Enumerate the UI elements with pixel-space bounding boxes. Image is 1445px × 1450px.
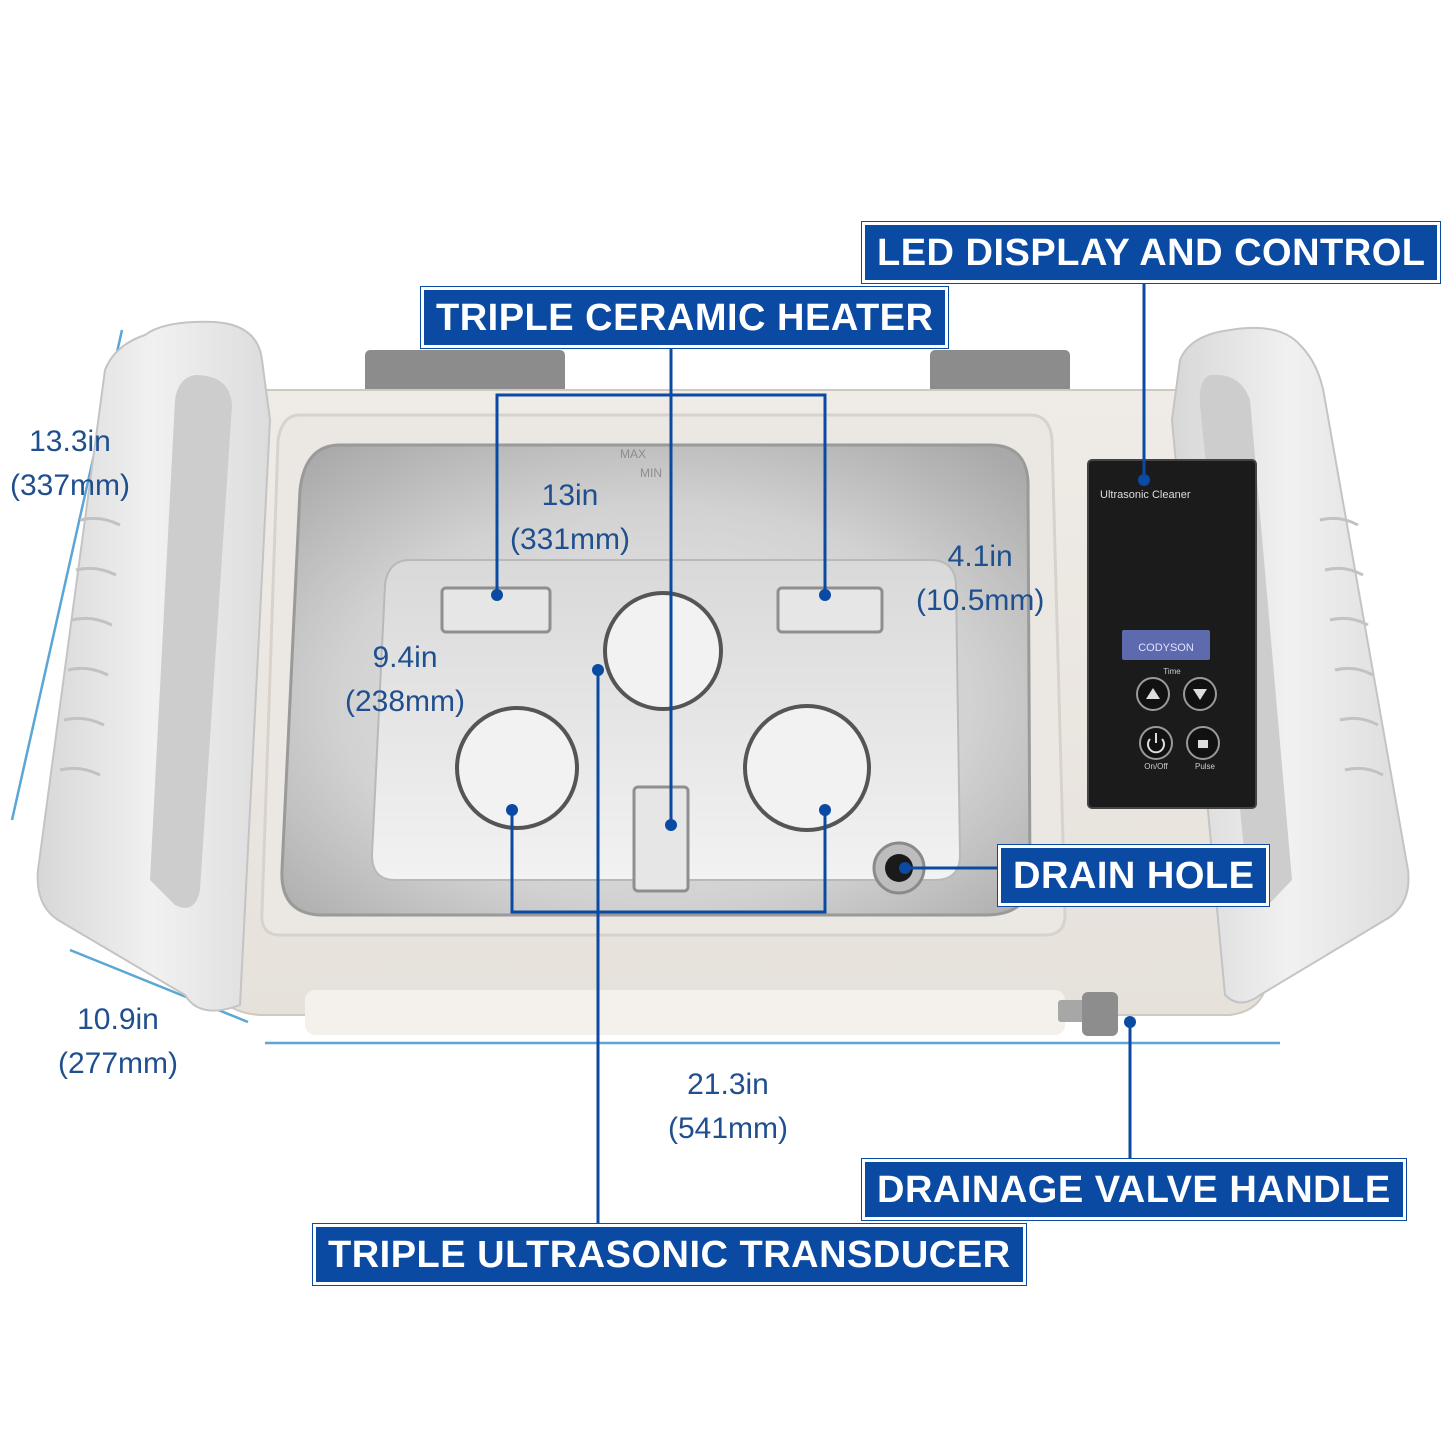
- leader-dots: [491, 474, 1150, 1028]
- transducer-ring-left: [455, 706, 579, 830]
- brand-badge: [1122, 630, 1210, 660]
- heater-plate-right: [776, 586, 884, 634]
- height-in: 13.3in: [29, 425, 111, 458]
- leader-lines: [495, 264, 1146, 1225]
- pulse-button[interactable]: [1186, 726, 1220, 760]
- dimension-height: 13.3in (337mm): [10, 420, 130, 507]
- dimension-tank-width: 9.4in (238mm): [345, 636, 465, 723]
- time-up-button[interactable]: [1136, 677, 1170, 711]
- transducer-bracket: [510, 810, 827, 914]
- arrow-up-icon: [1146, 688, 1160, 699]
- depth-in: 10.9in: [77, 1003, 159, 1036]
- time-label: Time: [1163, 667, 1181, 676]
- pulse-label: Pulse: [1195, 762, 1216, 771]
- transducer-ring-right: [743, 704, 871, 832]
- tank-width-in: 9.4in: [372, 641, 438, 674]
- dimension-tank-depth: 4.1in (10.5mm): [916, 535, 1044, 622]
- lid-hinge-right: [930, 350, 1070, 395]
- dimension-depth: 10.9in (277mm): [58, 998, 178, 1085]
- lid-hinge-left: [365, 350, 565, 395]
- valve-body: [1058, 1000, 1086, 1022]
- tank-length-mm: (331mm): [510, 522, 631, 556]
- callout-led-display: LED DISPLAY AND CONTROL: [862, 222, 1441, 283]
- left-handle-ribs: [59, 516, 121, 777]
- callout-ultrasonic-transducer: TRIPLE ULTRASONIC TRANSDUCER: [313, 1224, 1026, 1285]
- on-off-label: On/Off: [1144, 762, 1168, 771]
- callout-drain-hole: DRAIN HOLE: [998, 845, 1270, 906]
- body-front-lip: [305, 990, 1065, 1035]
- dimension-length: 21.3in (541mm): [668, 1063, 788, 1150]
- max-level-mark: MAX: [620, 447, 646, 461]
- brand-text: CODYSON: [1138, 642, 1194, 654]
- time-down-button[interactable]: [1183, 677, 1217, 711]
- tank-depth-in: 4.1in: [947, 540, 1013, 573]
- transducer-ring-back: [603, 591, 723, 711]
- tank-length-in: 13in: [541, 479, 599, 512]
- length-in: 21.3in: [687, 1068, 769, 1101]
- heater-bracket: [495, 393, 827, 595]
- left-handle-grip: [150, 375, 232, 908]
- callout-ceramic-heater: TRIPLE CERAMIC HEATER: [421, 287, 949, 348]
- on-off-button[interactable]: [1139, 726, 1173, 760]
- callout-drainage-valve: DRAINAGE VALVE HANDLE: [862, 1159, 1406, 1220]
- dimension-tank-length: 13in (331mm): [510, 474, 630, 561]
- heater-plate-center: [632, 785, 690, 893]
- right-handle-ribs: [1319, 516, 1384, 777]
- min-level-mark: MIN: [640, 466, 662, 480]
- tank-width-mm: (238mm): [345, 684, 466, 718]
- pulse-icon: [1198, 740, 1208, 748]
- arrow-down-icon: [1193, 689, 1207, 700]
- depth-mm: (277mm): [58, 1046, 179, 1080]
- panel-title: Ultrasonic Cleaner: [1100, 489, 1191, 501]
- drainage-valve-handle: [1082, 992, 1118, 1036]
- power-icon: [1147, 738, 1165, 754]
- length-mm: (541mm): [668, 1111, 789, 1145]
- height-mm: (337mm): [10, 468, 131, 502]
- tank-depth-mm: (10.5mm): [916, 583, 1045, 617]
